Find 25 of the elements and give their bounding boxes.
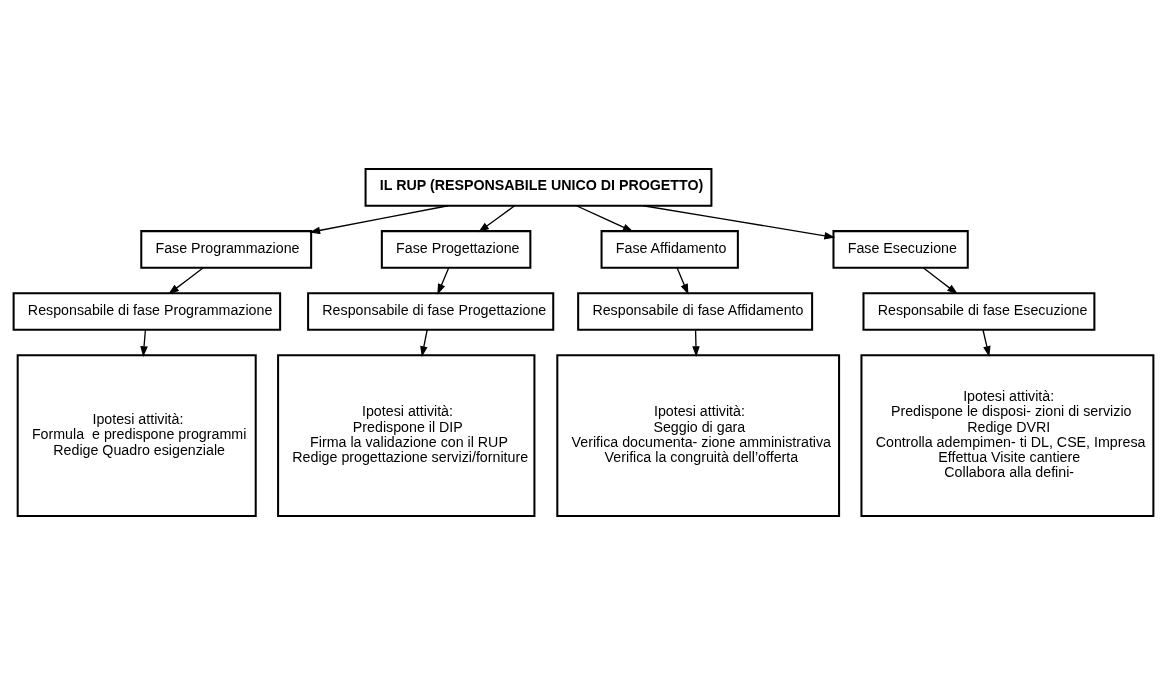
node-box: Fase Esecuzione — [832, 229, 969, 269]
arrow — [420, 328, 428, 357]
node-box: IL RUP (RESPONSABILE UNICO DI PROGETTO) — [364, 167, 713, 207]
arrow — [575, 204, 634, 232]
node-box: Fase Programmazione — [140, 229, 313, 269]
arrow — [478, 204, 516, 232]
node-box: Ipotesi attività: Predispone il DIP Firma la validazione con il RUP Redige progettazione servizi/forniture — [277, 353, 536, 517]
node-box: Fase Affidamento — [600, 229, 739, 269]
node-box: Responsabile di fase Progettazione — [307, 291, 555, 331]
arrow — [922, 266, 958, 294]
arrow — [140, 328, 148, 357]
node-box: Responsabile di fase Esecuzione — [862, 291, 1096, 331]
arrow — [437, 266, 450, 295]
node-box: Responsabile di fase Programmazione — [12, 291, 282, 331]
node-box: Ipotesi attività: Predispone le disposi- zioni di servizio Redige DVRI Controlla adempimen- ti DL, CSE, Impresa Effettua Visite cantiere Collabora alla defini- — [860, 353, 1155, 517]
arrow — [676, 266, 689, 295]
node-box: Responsabile di fase Affidamento — [577, 291, 814, 331]
node-box: Fase Progettazione — [380, 229, 532, 269]
arrow — [692, 328, 700, 357]
arrow — [168, 266, 204, 294]
node-box: Ipotesi attività: Seggio di gara Verifica documenta- zione amministrativa Verifica la congruità dell’offerta — [556, 353, 841, 517]
arrow — [982, 328, 991, 357]
arrow — [309, 204, 449, 234]
node-box: Ipotesi attività: Formula e predispone programmi Redige Quadro esigenziale — [16, 353, 257, 517]
arrow — [642, 204, 836, 240]
